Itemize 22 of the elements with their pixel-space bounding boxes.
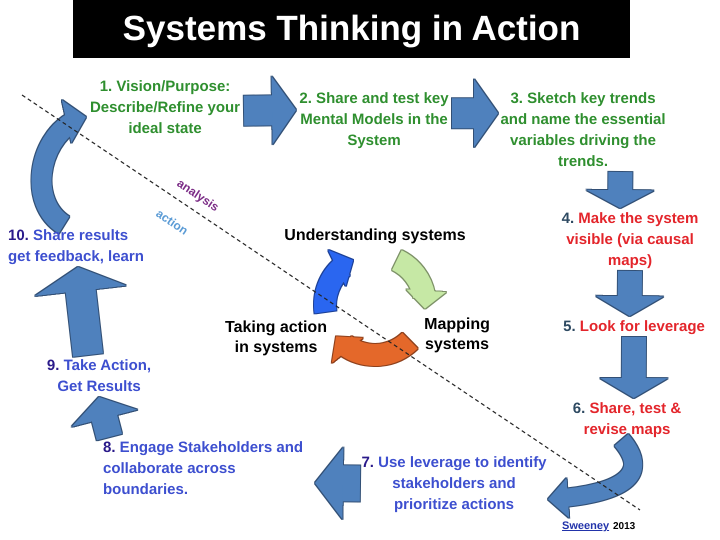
block-arrow xyxy=(35,265,126,357)
step-text: 10. Share results get feedback, learn xyxy=(8,225,148,267)
stage-label: Understanding systems xyxy=(283,226,467,246)
block-arrow xyxy=(452,79,498,148)
author-link: Sweeney xyxy=(562,520,610,532)
step-text: 6. Share, test & revise maps xyxy=(571,398,683,440)
year-text: 2013 xyxy=(613,521,636,532)
step-text: 8. Engage Stakeholders and collaborate across boundaries. xyxy=(103,437,315,500)
stage-label: Taking action in systems xyxy=(222,318,330,358)
block-arrow xyxy=(596,270,664,316)
step-text: 3. Sketch key trends and name the essential variables driving the trends. xyxy=(498,88,668,172)
step-text: 2. Share and test key Mental Models in the System xyxy=(296,88,452,151)
block-arrow xyxy=(586,172,654,208)
step-text: 4. Make the system visible (via causal maps) xyxy=(559,208,701,271)
step-text: 7. Use leverage to identify stakeholders and prioritize actions xyxy=(360,452,548,515)
block-arrow xyxy=(600,336,668,398)
block-arrow xyxy=(314,447,360,520)
step-text: 5. Look for leverage xyxy=(561,316,707,337)
step-text: 1. Vision/Purpose: Describe/Refine your ideal state xyxy=(86,76,244,139)
stage-label: Mapping systems xyxy=(422,315,492,355)
title-banner: Systems Thinking in Action xyxy=(73,0,630,58)
step-text: 9. Take Action, Get Results xyxy=(44,355,154,397)
